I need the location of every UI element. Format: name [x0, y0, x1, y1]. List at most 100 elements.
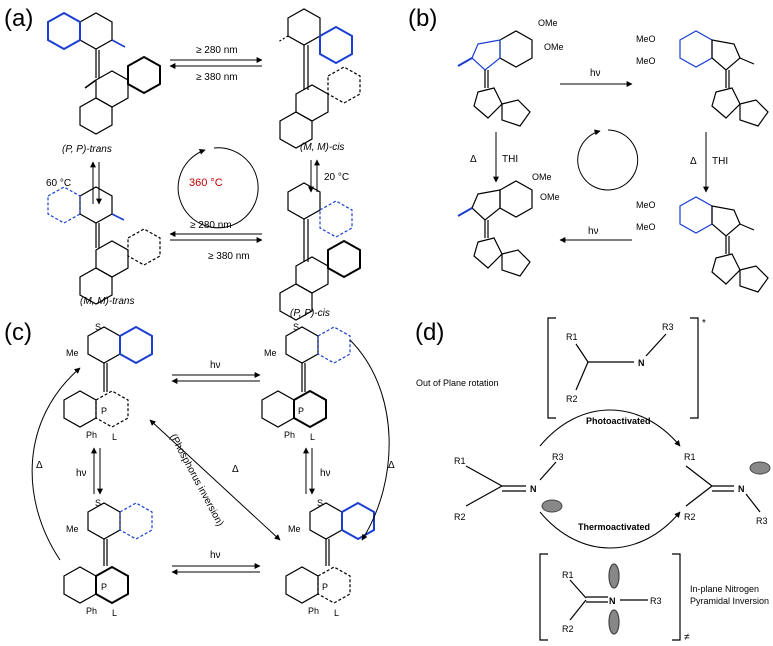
label-d-photo: Photoactivated — [586, 416, 651, 426]
label-d-ts2-r3: R3 — [650, 596, 662, 606]
label-d-left-r2: R2 — [454, 512, 466, 522]
label-c-hv-top: hν — [210, 360, 221, 371]
label-c-delta-center: Δ — [232, 464, 239, 475]
label-a-bot-rev: ≥ 380 nm — [208, 251, 250, 262]
label-d-ts-n: N — [638, 358, 645, 368]
imine-right — [685, 465, 761, 513]
label-mm-trans: (M, M)-trans — [80, 296, 134, 307]
label-d-right-n: N — [738, 484, 745, 494]
arrow-c-left-curve — [31, 367, 81, 561]
label-a-right-temp: 20 °C — [324, 172, 349, 183]
label-c-2-me: Me — [264, 348, 277, 358]
panel-b-label: (b) — [408, 5, 437, 32]
label-d-ts-r3: R3 — [662, 322, 674, 332]
label-b-3-ome-a: OMe — [532, 172, 552, 182]
panel-b: (b) OMe OMe MeO MeO — [408, 5, 769, 293]
label-b-hv-bottom: hν — [588, 226, 599, 237]
label-d-star: * — [702, 318, 706, 329]
label-b-thi-left: THI — [502, 154, 518, 165]
molecule-pp-cis — [279, 182, 361, 321]
label-b-1-ome-b: OMe — [544, 42, 564, 52]
label-d-neq: ≠ — [684, 632, 690, 643]
label-c-hv-right: hν — [320, 468, 331, 479]
label-b-4-meo-a: MeO — [636, 200, 656, 210]
label-d-out-of-plane: Out of Plane rotation — [416, 378, 499, 388]
label-d-ts2-r2: R2 — [562, 624, 574, 634]
molecule-c-3 — [63, 502, 153, 605]
lone-pair-left — [541, 499, 563, 513]
label-d-left-r1: R1 — [454, 456, 466, 466]
cycle-b — [577, 129, 639, 191]
label-d-ts-r1: R1 — [566, 332, 578, 342]
label-d-thermo: Thermoactivated — [578, 522, 650, 532]
arrow-c-right-curve — [349, 339, 390, 541]
label-b-2-meo-a: MeO — [636, 34, 656, 44]
label-c-1-ph: Ph — [86, 430, 97, 440]
label-a-top-fwd: ≥ 280 nm — [196, 45, 238, 56]
label-mm-cis: (M, M)-cis — [300, 142, 344, 153]
label-d-inplane-1: In-plane Nitrogen — [690, 584, 759, 594]
label-b-thi-right: THI — [712, 156, 728, 167]
label-b-delta-left: Δ — [470, 154, 477, 165]
label-b-3-ome-b: OMe — [540, 192, 560, 202]
panel-c: (c) S Me P Ph L S Me P Ph L — [4, 319, 395, 618]
molecule-b-4 — [679, 196, 769, 293]
panel-a-label: (a) — [4, 5, 33, 32]
label-c-3-p: P — [101, 582, 107, 592]
label-c-1-s: S — [95, 322, 101, 332]
label-b-delta-right: Δ — [690, 156, 697, 167]
molecule-c-4 — [285, 501, 375, 604]
label-c-3-me: Me — [66, 524, 79, 534]
panel-c-label: (c) — [4, 319, 32, 346]
label-c-hv-bottom: hν — [210, 550, 221, 561]
panel-d: (d) Out of Plane rotation R1 R2 R3 N * R… — [415, 317, 771, 643]
label-c-3-l: L — [112, 608, 117, 618]
panel-a: (a) (P, P)-trans (M, M)-cis — [4, 5, 361, 321]
molecule-c-1 — [63, 325, 153, 428]
cycle-a — [177, 147, 259, 229]
label-a-bot-fwd: ≥ 280 nm — [190, 220, 232, 231]
label-c-4-ph: Ph — [308, 606, 319, 616]
label-b-4-meo-b: MeO — [636, 222, 656, 232]
label-c-delta-left: Δ — [36, 460, 43, 471]
arrow-d-thermo — [539, 511, 681, 549]
label-a-left-temp: 60 °C — [46, 178, 71, 189]
label-c-4-s: S — [317, 498, 323, 508]
label-c-3-s: S — [95, 498, 101, 508]
arrow-c-diagonal — [149, 419, 281, 541]
molecule-c-2 — [261, 326, 351, 429]
label-d-ts2-n: N — [609, 596, 616, 606]
label-c-2-s: S — [293, 322, 299, 332]
label-c-1-l: L — [112, 432, 117, 442]
label-d-ts-r2: R2 — [566, 394, 578, 404]
label-d-right-r1: R1 — [684, 452, 696, 462]
label-c-4-me: Me — [288, 524, 301, 534]
label-pp-cis: (P, P)-cis — [290, 308, 330, 319]
label-d-left-r3: R3 — [552, 452, 564, 462]
label-d-left-n: N — [530, 484, 537, 494]
label-c-4-p: P — [322, 582, 328, 592]
molecule-b-3 — [457, 180, 533, 277]
arrow-d-photo — [539, 409, 681, 447]
panel-d-label: (d) — [415, 319, 444, 346]
imine-left — [465, 461, 557, 507]
label-c-1-p: P — [101, 406, 107, 416]
label-c-phos: (Phosphorus inversion) — [167, 432, 225, 528]
label-c-2-p: P — [298, 406, 304, 416]
label-d-ts2-r1: R1 — [562, 570, 574, 580]
label-b-2-meo-b: MeO — [636, 56, 656, 66]
label-c-4-l: L — [334, 608, 339, 618]
molecule-b-1 — [457, 30, 533, 127]
label-c-1-me: Me — [66, 348, 79, 358]
label-c-2-l: L — [310, 432, 315, 442]
molecule-b-2 — [679, 30, 769, 127]
molecule-mm-cis — [277, 8, 361, 149]
ts-top — [547, 317, 699, 419]
label-b-hv-top: hν — [590, 68, 601, 79]
label-c-hv-left: hν — [76, 468, 87, 479]
label-d-right-r3: R3 — [756, 516, 768, 526]
label-d-right-r2: R2 — [684, 512, 696, 522]
label-b-1-ome-a: OMe — [538, 18, 558, 28]
molecule-pp-trans — [47, 11, 161, 135]
